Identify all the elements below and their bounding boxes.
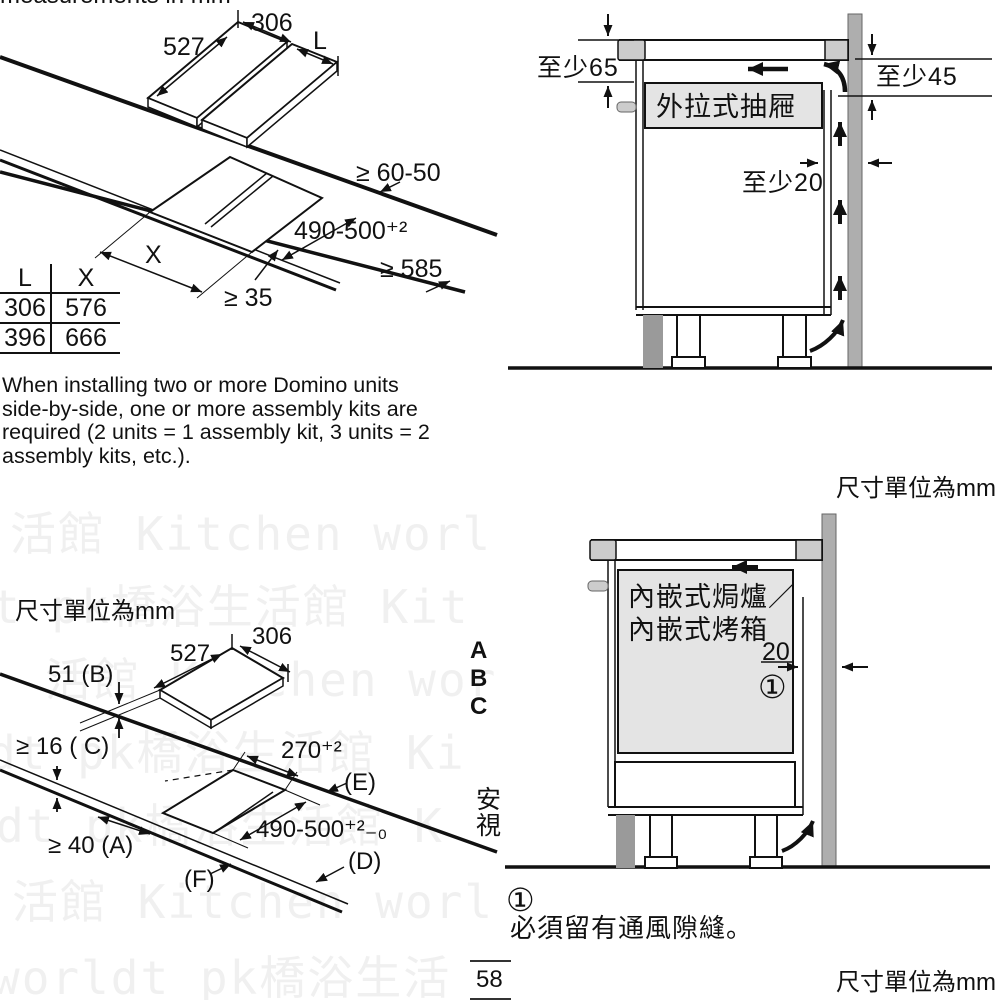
oven-label-line2: 內嵌式烤箱 <box>628 615 768 645</box>
dim-40-a: ≥ 40 (A) <box>48 832 134 859</box>
label-e: (E) <box>344 769 376 796</box>
legend-letter-a: A <box>470 637 488 664</box>
lx-cell: 396 <box>0 324 52 352</box>
lx-cell: 306 <box>0 294 52 322</box>
dim-490-500: 490-500⁺²₋₀ <box>256 816 388 843</box>
table-row: 396 666 <box>0 324 120 354</box>
label-f: (F) <box>184 866 215 893</box>
unit-note: 尺寸單位為mm <box>836 475 996 502</box>
footnote-mark: ① <box>506 882 535 918</box>
dim-306: 306 <box>251 9 293 37</box>
drawer-section-diagram <box>508 13 992 370</box>
dim-306: 306 <box>252 623 293 650</box>
clipped-heading: measurements in mm <box>0 0 330 8</box>
clipped-side-char: 視 <box>476 812 503 840</box>
two-unit-install-diagram <box>0 10 498 299</box>
assembly-note-line: required (2 units = 1 assembly kit, 3 un… <box>2 420 430 444</box>
lx-cell: 666 <box>65 323 107 352</box>
dim-cutout-depth: 490-500⁺² <box>294 217 408 245</box>
drawer-label: 外拉式抽屜 <box>656 92 796 122</box>
dim-worktop-depth: ≥ 585 <box>380 255 443 283</box>
lx-table-header: L X <box>0 264 120 294</box>
airflow-arrow-curved <box>823 60 848 93</box>
unit-note: 尺寸單位為mm <box>15 598 175 625</box>
clipped-side-char: 安 <box>476 786 503 814</box>
page-number: 58 <box>470 960 511 1000</box>
lx-header-l: L <box>0 264 52 292</box>
assembly-note-line: When installing two or more Domino units <box>2 373 399 397</box>
lx-header-x: X <box>77 263 95 292</box>
circled-one-mark: ① <box>758 669 787 705</box>
dim-51-b: 51 (B) <box>48 661 114 688</box>
legend-letter-b: B <box>470 665 488 692</box>
watermark-text: 活館 Kitchen worl <box>12 875 495 929</box>
wall <box>847 13 863 369</box>
watermark-text: t pk橋浴生活館 Kit <box>0 580 470 634</box>
watermark-text: 活館 Kitchen worl <box>10 507 493 561</box>
dim-min-65: 至少65 <box>537 54 619 82</box>
dim-527: 527 <box>170 640 211 667</box>
unit-note: 尺寸單位為mm <box>836 969 996 996</box>
dim-L: L <box>313 27 327 55</box>
dim-527: 527 <box>163 33 205 61</box>
assembly-note: When installing two or more Domino units… <box>2 373 496 468</box>
assembly-note-line: side-by-side, one or more assembly kits … <box>2 396 418 421</box>
dim-back-clearance: ≥ 60-50 <box>356 159 441 187</box>
legend-letter-c: C <box>470 693 488 720</box>
dim-gap-20: 20 <box>762 638 790 666</box>
airflow-arrow-curved-bottom <box>781 820 815 853</box>
dim-min-20: 至少20 <box>742 169 824 197</box>
assembly-note-line: assembly kits, etc.). <box>2 443 191 468</box>
dim-16-c: ≥ 16 ( C) <box>16 733 110 760</box>
lx-cell: 576 <box>65 293 107 322</box>
dim-cutout-width-x: X <box>145 241 162 269</box>
label-d: (D) <box>348 848 382 875</box>
watermark-text: worldt pk橋浴生活 <box>0 951 452 1000</box>
clipped-heading-text: measurements in mm <box>0 0 330 8</box>
single-unit-diagram <box>0 634 498 914</box>
dim-min-45: 至少45 <box>876 63 958 91</box>
airflow-arrow-curved-bottom <box>809 319 845 353</box>
wall <box>821 513 837 869</box>
oven-section-diagram <box>505 513 990 869</box>
oven-label-line1: 內嵌式焗爐／ <box>628 582 796 612</box>
table-row: 306 576 <box>0 294 120 324</box>
lx-table: L X 306 576 396 666 <box>0 264 120 354</box>
footnote-text: 必須留有通風隙縫。 <box>510 913 754 943</box>
dim-front-clearance: ≥ 35 <box>224 284 273 312</box>
dim-270: 270⁺² <box>281 737 342 764</box>
